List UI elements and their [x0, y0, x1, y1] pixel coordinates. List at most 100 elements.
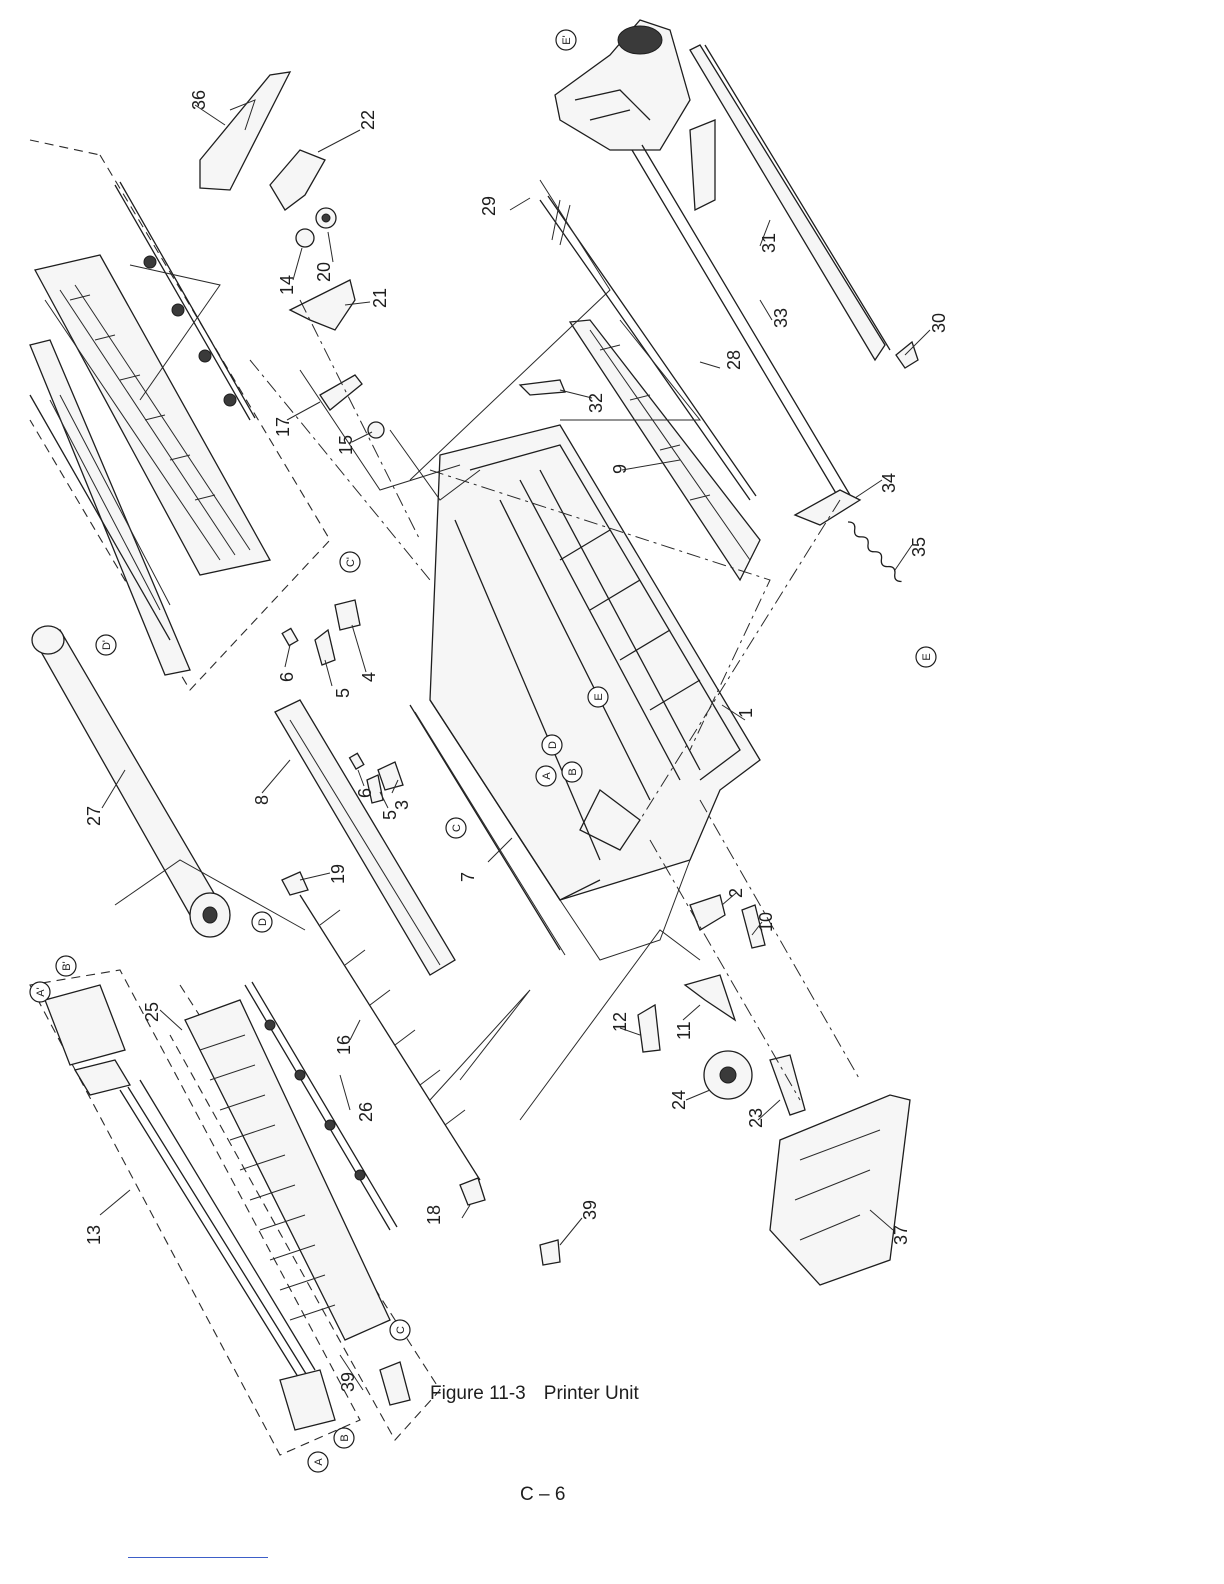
part-number-label: 21: [370, 288, 390, 308]
arm-17-drawing: [320, 375, 362, 410]
part-number-label: 22: [358, 110, 378, 130]
part-number-label: 34: [879, 473, 899, 493]
cover-plate-36-drawing: [200, 72, 290, 190]
svg-text:A': A': [35, 987, 47, 996]
paper-feed-lower-assembly: [30, 970, 440, 1455]
part-number-label: 11: [674, 1021, 694, 1040]
svg-text:C: C: [451, 824, 463, 832]
gear-14-drawing: [296, 229, 314, 247]
svg-text:E: E: [921, 653, 933, 660]
part-number-label: 16: [334, 1035, 354, 1055]
ref-marker: E: [916, 647, 936, 667]
part-number-label: 6: [277, 672, 297, 682]
part-2-drawing: [690, 895, 725, 930]
ref-marker: E': [556, 30, 576, 50]
ref-marker: A: [536, 766, 556, 786]
part-number-label: 12: [610, 1012, 630, 1032]
ref-marker: C: [390, 1320, 410, 1340]
ref-marker: B: [562, 762, 582, 782]
shaft-16-drawing: [300, 895, 480, 1180]
part-18-drawing: [460, 1178, 485, 1205]
part-number-label: 35: [909, 537, 929, 557]
ref-marker: A: [308, 1452, 328, 1472]
part-number-label: 7: [458, 872, 478, 882]
spring-35-drawing: [846, 520, 904, 583]
paper-feed-upper-assembly: [30, 140, 330, 690]
part-number-label: 5: [333, 688, 353, 698]
part-number-label: 27: [84, 806, 104, 826]
part-number-label: 2: [726, 888, 746, 898]
svg-text:D: D: [257, 918, 269, 926]
part-number-label: 19: [328, 864, 348, 884]
part-12-drawing: [638, 1005, 660, 1052]
part-number-label: 18: [424, 1205, 444, 1225]
svg-text:A: A: [541, 772, 553, 780]
figure-title: Printer Unit: [544, 1383, 639, 1404]
svg-text:B: B: [339, 1434, 351, 1441]
gear-bracket-22-drawing: [270, 150, 325, 210]
part-number-label: 8: [252, 795, 272, 805]
part-number-label: 20: [314, 262, 334, 282]
svg-text:D': D': [101, 640, 113, 650]
part-number-label: 39: [338, 1372, 358, 1392]
lever-34-drawing: [795, 490, 860, 525]
footer-rule: [128, 1557, 268, 1558]
figure-number: Figure 11-3: [430, 1383, 526, 1404]
part-number-label: 33: [771, 308, 791, 328]
svg-text:E': E': [561, 35, 573, 44]
part-39-drawing: [540, 1240, 560, 1265]
svg-text:E: E: [593, 693, 605, 700]
svg-text:C': C': [345, 557, 357, 567]
part-number-label: 5: [380, 810, 400, 820]
part-3-drawing: [378, 762, 403, 790]
ref-marker: D': [96, 635, 116, 655]
part-number-label: 37: [891, 1225, 911, 1245]
part-number-label: 30: [929, 313, 949, 333]
part-number-label: 29: [479, 196, 499, 216]
part-number-label: 3: [392, 800, 412, 810]
part-11-drawing: [685, 975, 735, 1020]
part-6-lower-drawing: [350, 753, 364, 769]
ref-marker: D: [542, 735, 562, 755]
paper-guide-8-drawing: [275, 700, 455, 975]
part-number-label: 26: [356, 1102, 376, 1122]
ref-marker: D: [252, 912, 272, 932]
ref-marker: E: [588, 687, 608, 707]
svg-text:A: A: [313, 1458, 325, 1466]
part-number-label: 15: [336, 435, 356, 455]
ref-marker: A': [30, 982, 50, 1002]
part-number-label: 14: [277, 275, 297, 295]
bracket-drawing: [690, 120, 715, 210]
part-6-upper-drawing: [282, 628, 298, 645]
ref-marker: C: [446, 818, 466, 838]
part-number-label: 31: [759, 233, 779, 253]
part-number-label: 39: [580, 1200, 600, 1220]
ref-marker: C': [340, 552, 360, 572]
part-number-label: 13: [84, 1225, 104, 1245]
part-19-drawing: [282, 872, 308, 895]
part-number-label: 9: [610, 464, 630, 474]
part-number-label: 25: [142, 1002, 162, 1022]
lever-32-drawing: [520, 380, 565, 395]
part-number-label: 10: [756, 912, 776, 932]
svg-text:D: D: [547, 741, 559, 749]
part-4-drawing: [335, 600, 360, 630]
part-number-label: 36: [189, 90, 209, 110]
part-23-drawing: [770, 1055, 805, 1115]
part-number-label: 23: [746, 1108, 766, 1128]
roller-15-drawing: [368, 422, 384, 438]
part-number-label: 24: [669, 1090, 689, 1110]
svg-text:B': B': [61, 961, 73, 970]
platen-roller-27-drawing: [32, 626, 230, 937]
part-number-label: 6: [355, 788, 375, 798]
ref-marker: B: [334, 1428, 354, 1448]
part-number-label: 32: [586, 393, 606, 413]
page-number: C – 6: [520, 1484, 565, 1506]
part-5-upper-drawing: [315, 630, 335, 665]
svg-text:B: B: [567, 768, 579, 775]
part-number-label: 4: [359, 672, 379, 682]
part-number-label: 28: [724, 350, 744, 370]
ref-marker: B': [56, 956, 76, 976]
